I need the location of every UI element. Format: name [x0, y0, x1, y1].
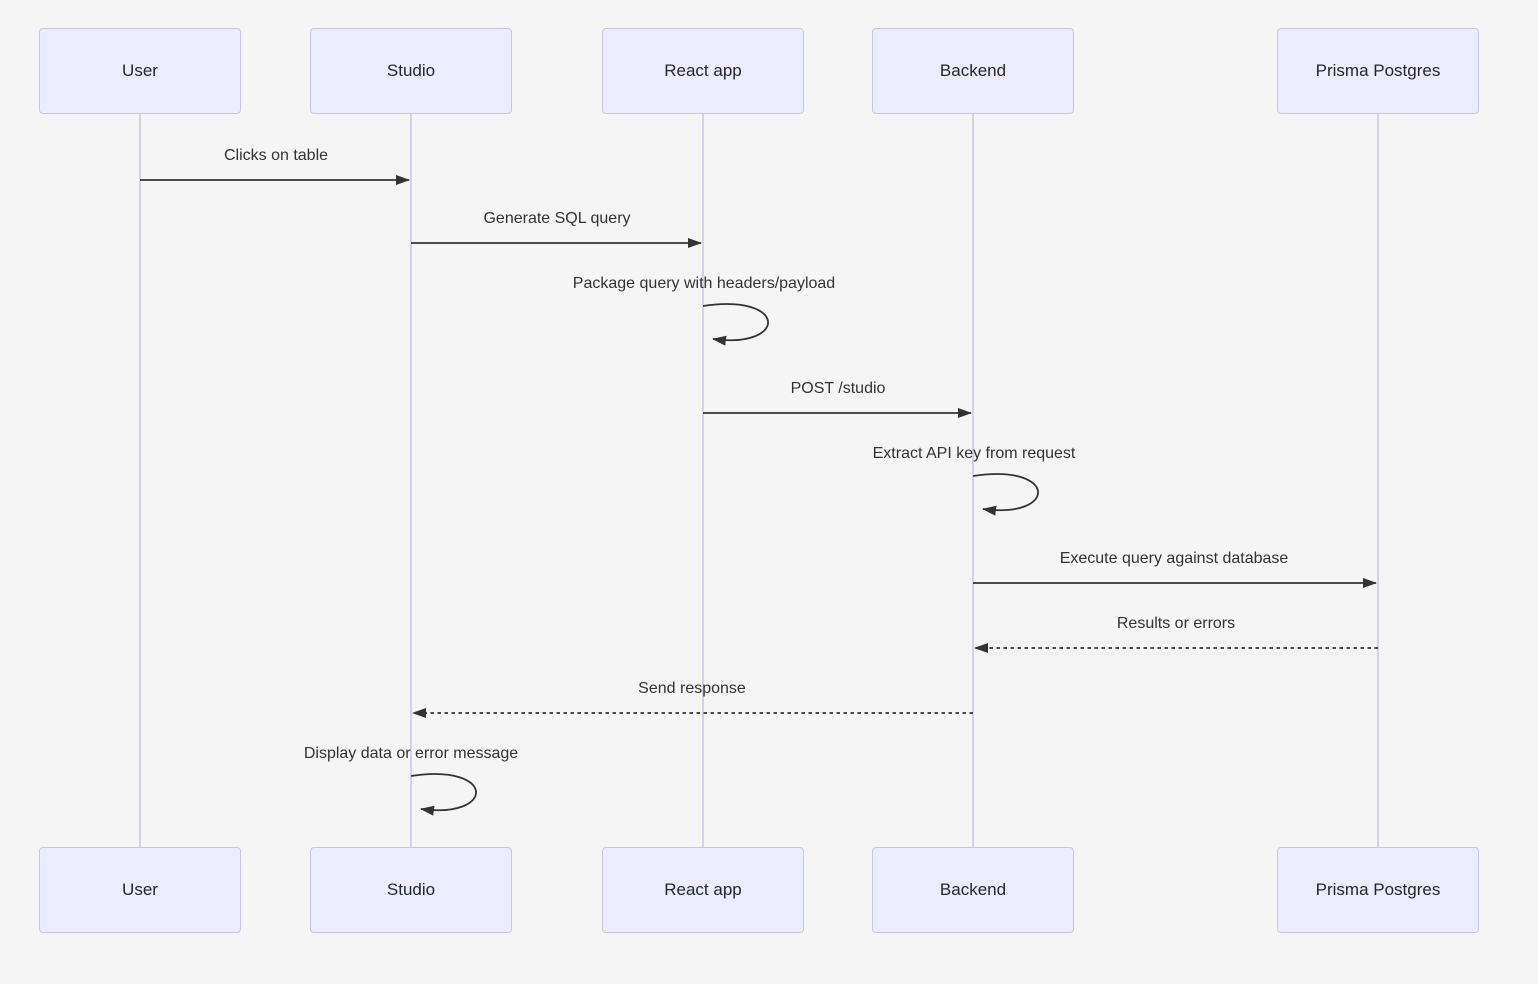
- arrow-display-data-self-loop: [410, 773, 477, 816]
- lifeline-prisma-postgres: [1377, 114, 1379, 847]
- arrow-extract-api-key-self-loop: [972, 473, 1039, 516]
- actor-top-user: User: [39, 28, 241, 114]
- message-label-display-data: Display data or error message: [303, 745, 519, 762]
- actor-bottom-react-app: React app: [602, 847, 804, 933]
- actor-bottom-prisma-postgres: Prisma Postgres: [1277, 847, 1479, 933]
- actor-top-backend: Backend: [872, 28, 1074, 114]
- actor-top-react-app: React app: [602, 28, 804, 114]
- message-label-generate-sql: Generate SQL query: [483, 210, 631, 227]
- message-label-extract-api-key: Extract API key from request: [872, 445, 1076, 462]
- message-label-post-studio: POST /studio: [790, 380, 886, 397]
- message-label-package-query: Package query with headers/payload: [572, 275, 836, 292]
- actor-top-prisma-postgres: Prisma Postgres: [1277, 28, 1479, 114]
- lifeline-studio: [410, 114, 412, 847]
- message-label-results-or-errors: Results or errors: [1116, 615, 1236, 632]
- lifeline-user: [139, 114, 141, 847]
- actor-top-studio: Studio: [310, 28, 512, 114]
- actor-bottom-studio: Studio: [310, 847, 512, 933]
- actor-bottom-user: User: [39, 847, 241, 933]
- actor-bottom-backend: Backend: [872, 847, 1074, 933]
- message-label-execute-query: Execute query against database: [1059, 550, 1289, 567]
- arrow-package-query-self-loop: [702, 303, 769, 346]
- lifeline-backend: [972, 114, 974, 847]
- message-label-send-response: Send response: [638, 680, 746, 697]
- message-label-clicks-on-table: Clicks on table: [223, 147, 329, 164]
- lifeline-react-app: [702, 114, 704, 847]
